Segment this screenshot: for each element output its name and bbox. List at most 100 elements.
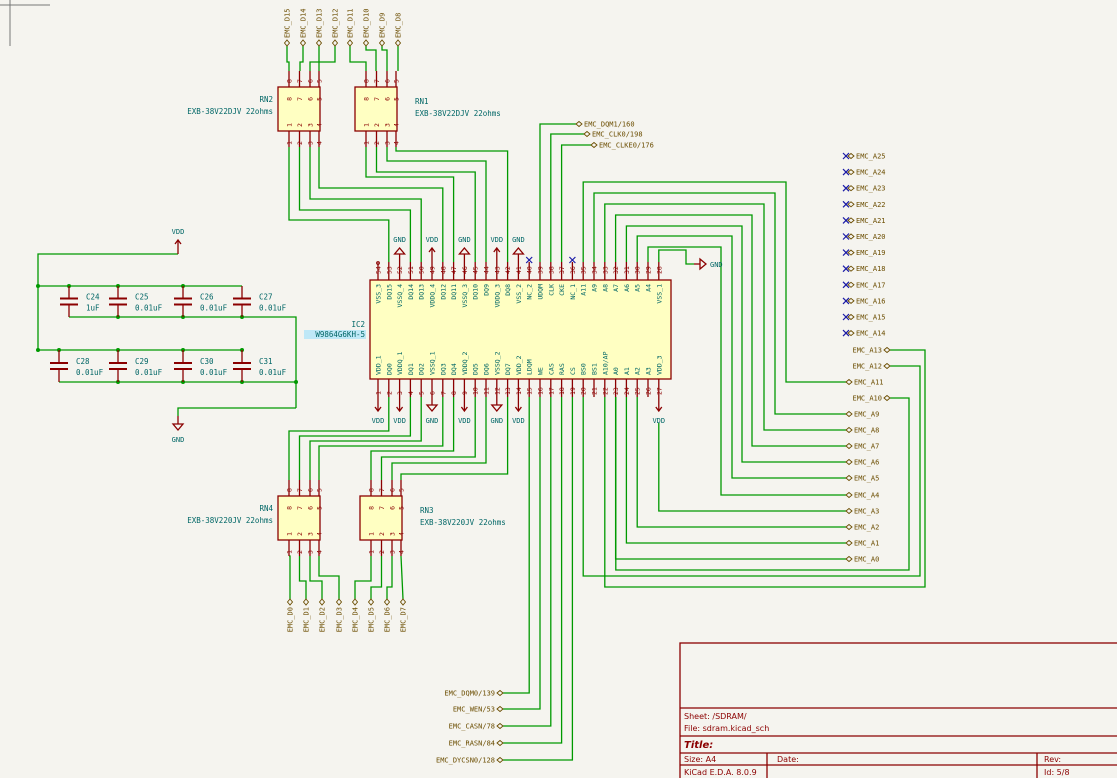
label-text: EMC_A5: [854, 475, 879, 483]
net-label-emc_d2[interactable]: EMC_D2: [319, 598, 327, 632]
capacitor-c29[interactable]: [109, 350, 127, 382]
net-label-emc_d13[interactable]: EMC_D13: [316, 8, 324, 47]
net-label-emc_a20[interactable]: EMC_A20: [847, 233, 886, 241]
rn-pin-number: 8: [368, 488, 376, 492]
rn-pin-number: 2: [378, 550, 386, 554]
net-label-emc_dycsn0[interactable]: EMC_DYCSN0/128: [436, 756, 504, 765]
rn-pin-number: 4: [316, 550, 324, 554]
net-label-emc_a2[interactable]: EMC_A2: [845, 524, 879, 532]
net-label-emc_rasn[interactable]: EMC_RASN/84: [449, 739, 504, 748]
label-port-icon: [575, 120, 583, 128]
cap-reference: C25: [135, 293, 149, 302]
rn-pin-number: 2: [373, 141, 381, 145]
net-label-emc_a13[interactable]: EMC_A13: [852, 347, 891, 355]
net-label-emc_d3[interactable]: EMC_D3: [336, 598, 344, 632]
net-label-emc_d12[interactable]: EMC_D12: [332, 8, 340, 47]
rn-pin-label: 6: [389, 506, 397, 510]
net-label-emc_a24[interactable]: EMC_A24: [847, 169, 886, 177]
ic2-pin-number: 15: [526, 387, 534, 395]
net-label-emc_d8[interactable]: EMC_D8: [395, 13, 403, 47]
rn-body[interactable]: [359, 495, 403, 541]
ic2-pin-name: VSS_3: [375, 284, 383, 304]
rn-pin-number: 4: [398, 550, 406, 554]
net-label-emc-dqm1[interactable]: EMC_DQM1/160: [575, 120, 635, 129]
capacitor-c27[interactable]: [233, 286, 251, 317]
net-label-emc_d7[interactable]: EMC_D7: [400, 598, 408, 632]
net-label-emc_d11[interactable]: EMC_D11: [347, 8, 355, 47]
label-text: EMC_A6: [854, 459, 879, 467]
rn-body[interactable]: [277, 86, 321, 132]
rn-pin-label: 8: [368, 506, 376, 510]
vdd-arrow-icon: [460, 406, 468, 413]
net-label-emc_d10[interactable]: EMC_D10: [363, 8, 371, 47]
net-label-emc_a0[interactable]: EMC_A0: [845, 556, 879, 564]
capacitor-c26[interactable]: [174, 286, 192, 317]
net-label-emc_a1[interactable]: EMC_A1: [845, 540, 879, 548]
label-text: EMC_D12: [332, 8, 340, 38]
net-label-emc_a22[interactable]: EMC_A22: [847, 201, 886, 209]
net-label-emc_a4[interactable]: EMC_A4: [845, 492, 879, 500]
net-label-emc-clke0[interactable]: EMC_CLKE0/176: [590, 142, 654, 150]
label-text: EMC_DQM1/160: [584, 121, 635, 129]
net-label-emc_d6[interactable]: EMC_D6: [384, 598, 392, 632]
ic2-pin-name: VSSQ_3: [461, 284, 469, 308]
label-port-icon: [847, 217, 855, 224]
title-block-size: Size: A4: [684, 755, 716, 764]
net-label-emc_a25[interactable]: EMC_A25: [847, 153, 886, 161]
wire: [604, 349, 926, 588]
gnd-power-symbol: GND: [458, 236, 471, 262]
ic2-pin-name: VSSQ_2: [493, 351, 501, 375]
capacitor-c30[interactable]: [174, 350, 192, 382]
net-label-emc_a9[interactable]: EMC_A9: [845, 411, 879, 419]
vdd-arrow-icon: [493, 246, 501, 253]
net-label-emc_a10[interactable]: EMC_A10: [852, 395, 891, 403]
net-label-emc_a23[interactable]: EMC_A23: [847, 185, 886, 193]
net-label-emc_a6[interactable]: EMC_A6: [845, 459, 879, 467]
wire: [550, 133, 584, 262]
net-label-emc_wen[interactable]: EMC_WEN/53: [453, 706, 504, 714]
net-label-emc_a15[interactable]: EMC_A15: [847, 314, 886, 322]
net-label-emc-clk0[interactable]: EMC_CLK0/198: [583, 131, 643, 139]
ic2-pin-number: 48: [439, 266, 447, 274]
ic2-pin-name: VSS_1: [655, 284, 663, 304]
net-label-emc_d9[interactable]: EMC_D9: [379, 13, 387, 47]
net-label-emc_d15[interactable]: EMC_D15: [284, 8, 292, 47]
capacitor-c31[interactable]: [233, 350, 251, 382]
net-label-emc_a3[interactable]: EMC_A3: [845, 508, 879, 516]
net-label-emc_a8[interactable]: EMC_A8: [845, 427, 879, 435]
label-text: EMC_A19: [856, 249, 886, 257]
net-label-emc_a21[interactable]: EMC_A21: [847, 217, 886, 225]
capacitor-c25[interactable]: [109, 286, 127, 317]
label-text: EMC_A15: [856, 314, 886, 322]
net-label-emc_a12[interactable]: EMC_A12: [852, 363, 891, 371]
ic2-pin-name: DQ15: [385, 284, 393, 300]
net-label-emc_d4[interactable]: EMC_D4: [352, 598, 360, 632]
net-label-emc_d0[interactable]: EMC_D0: [287, 598, 295, 632]
net-label-emc_a16[interactable]: EMC_A16: [847, 297, 886, 305]
rn-pin-label: 5: [316, 97, 324, 101]
net-label-emc_d14[interactable]: EMC_D14: [300, 8, 308, 47]
ic2-body[interactable]: [369, 279, 672, 380]
capacitor-c24[interactable]: [60, 286, 78, 317]
net-label-emc_a5[interactable]: EMC_A5: [845, 475, 879, 483]
net-label-emc_d1[interactable]: EMC_D1: [303, 598, 311, 632]
net-label-emc_casn[interactable]: EMC_CASN/78: [449, 723, 504, 731]
no-connect-icon: [842, 168, 850, 176]
net-label-emc_a14[interactable]: EMC_A14: [847, 330, 886, 338]
label-port-icon: [496, 739, 504, 747]
net-label-emc_a17[interactable]: EMC_A17: [847, 281, 886, 289]
net-label-emc_a11[interactable]: EMC_A11: [845, 379, 884, 387]
net-label-emc_dqm0[interactable]: EMC_DQM0/139: [444, 690, 504, 698]
label-port-icon: [496, 756, 504, 764]
capacitor-c28[interactable]: [50, 350, 68, 382]
label-port-icon: [847, 265, 855, 272]
net-label-emc_a18[interactable]: EMC_A18: [847, 265, 886, 273]
net-label-emc_a7[interactable]: EMC_A7: [845, 443, 879, 451]
net-label-emc_a19[interactable]: EMC_A19: [847, 249, 886, 257]
net-label-emc_d5[interactable]: EMC_D5: [368, 598, 376, 632]
